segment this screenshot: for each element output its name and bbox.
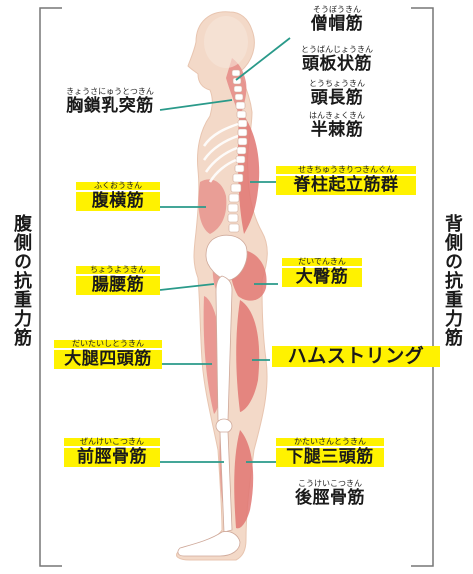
skull-shape xyxy=(204,16,248,68)
spine xyxy=(227,69,248,233)
triceps-surae-name: 下腿三頭筋 xyxy=(276,448,384,467)
label-triceps-surae: かたいさんとうきん 下腿三頭筋 xyxy=(276,438,384,467)
left-bracket xyxy=(39,7,62,567)
foot-bones xyxy=(177,531,241,557)
hamstring-shape xyxy=(236,300,260,412)
label-gluteus-maximus: だいでんきん 大臀筋 xyxy=(282,258,362,287)
quadriceps-ruby: だいたいしとうきん xyxy=(54,340,162,348)
longus-capitis-ruby: とうちょうきん xyxy=(309,79,365,88)
gluteus-maximus-name: 大臀筋 xyxy=(282,268,362,287)
trapezius-name: 僧帽筋 xyxy=(310,14,364,34)
label-iliopsoas: ちょうようきん 腸腰筋 xyxy=(76,266,160,295)
longus-capitis-name: 頭長筋 xyxy=(310,88,364,108)
sternocleidomastoid-name: 胸鎖乳突筋 xyxy=(66,96,154,116)
erector-spinae-name: 脊柱起立筋群 xyxy=(276,176,416,195)
tibialis-anterior-name: 前脛骨筋 xyxy=(64,448,160,467)
calf-shape xyxy=(234,430,254,529)
quadriceps-name: 大腿四頭筋 xyxy=(54,350,162,369)
tibialis-anterior-ruby: ぜんけいこつきん xyxy=(64,438,160,446)
tibialis-posterior-name: 後脛骨筋 xyxy=(295,488,365,508)
label-splenius: とうばんじょうきん 頭板状筋 xyxy=(284,46,390,73)
dorsal-label: 背側の抗重力筋 xyxy=(442,214,463,347)
label-hamstring: ハムストリング xyxy=(272,346,440,367)
triceps-surae-ruby: かたいさんとうきん xyxy=(276,438,384,446)
label-quadriceps: だいたいしとうきん 大腿四頭筋 xyxy=(54,340,162,369)
ventral-label: 腹側の抗重力筋 xyxy=(11,214,32,347)
trapezius-ruby: そうぼうきん xyxy=(313,5,361,14)
label-longus-capitis: とうちょうきん 頭長筋 xyxy=(292,80,382,107)
hamstring-name: ハムストリング xyxy=(272,346,440,367)
label-tibialis-posterior: こうけいこつきん 後脛骨筋 xyxy=(282,480,378,507)
label-erector-spinae: せきちゅうきりつきんぐん 脊柱起立筋群 xyxy=(276,166,416,195)
iliopsoas-name: 腸腰筋 xyxy=(76,276,160,295)
splenius-ruby: とうばんじょうきん xyxy=(301,45,373,54)
tibia xyxy=(219,431,233,533)
right-bracket xyxy=(411,7,434,567)
label-transversus-abdominis: ふくおうきん 腹横筋 xyxy=(76,182,160,211)
label-semispinalis: はんきょくきん 半棘筋 xyxy=(292,112,382,139)
semispinalis-name: 半棘筋 xyxy=(310,120,364,140)
label-sternocleidomastoid: きょうさにゅうとつきん 胸鎖乳突筋 xyxy=(56,88,164,115)
erector-spinae-ruby: せきちゅうきりつきんぐん xyxy=(276,166,416,174)
ribs xyxy=(202,122,239,183)
gluteus-maximus-ruby: だいでんきん xyxy=(282,258,362,266)
pelvis xyxy=(205,234,248,281)
transversus-abdominis-ruby: ふくおうきん xyxy=(76,182,160,190)
tibialis-posterior-ruby: こうけいこつきん xyxy=(298,479,362,488)
label-tibialis-anterior: ぜんけいこつきん 前脛骨筋 xyxy=(64,438,160,467)
sternocleidomastoid-ruby: きょうさにゅうとつきん xyxy=(66,87,154,96)
semispinalis-ruby: はんきょくきん xyxy=(309,111,365,120)
splenius-name: 頭板状筋 xyxy=(302,54,372,74)
iliopsoas-ruby: ちょうようきん xyxy=(76,266,160,274)
knee xyxy=(215,418,233,434)
label-trapezius: そうぼうきん 僧帽筋 xyxy=(292,6,382,33)
abdominal-muscle-shape xyxy=(198,179,227,234)
transversus-abdominis-name: 腹横筋 xyxy=(76,192,160,211)
leader-lines xyxy=(156,37,291,463)
